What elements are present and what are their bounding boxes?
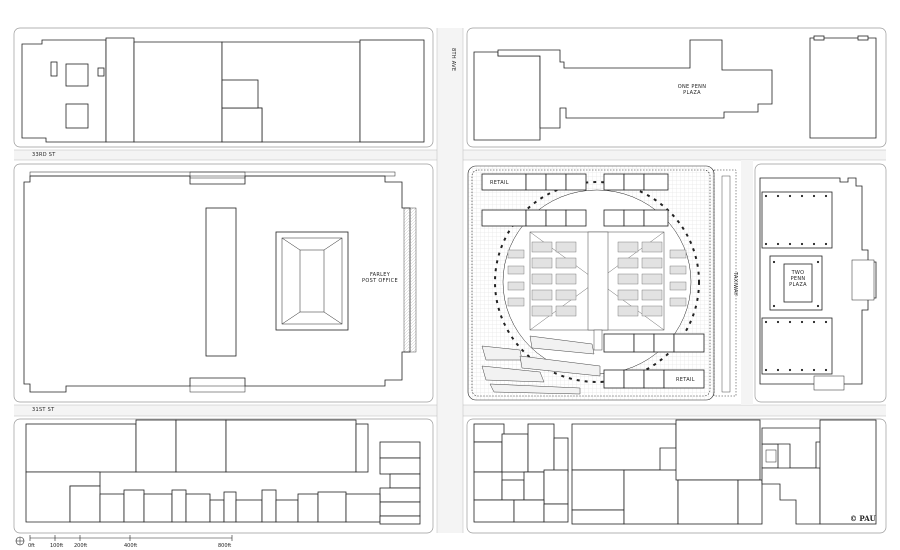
retail-top-shops [481, 173, 669, 227]
label-two-penn-line3: PLAZA [789, 282, 807, 288]
label-one-penn-plaza: ONE PENN PLAZA [672, 84, 712, 96]
block-southeast [466, 418, 887, 534]
scale-bar [15, 535, 233, 546]
two-penn-plaza [759, 177, 877, 391]
station-interior [507, 231, 687, 351]
landscape-wedges [481, 335, 601, 395]
label-farley-post-office: FARLEY POST OFFICE [358, 272, 402, 284]
label-taxiway: TAXIWAY [732, 272, 738, 296]
label-two-penn-plaza: TWO PENN PLAZA [784, 270, 812, 288]
scale-tick-800: 800ft [218, 543, 232, 549]
buildings-southeast [473, 419, 877, 525]
scale-tick-400: 400ft [124, 543, 138, 549]
block-northeast [466, 27, 887, 148]
buildings-northwest [21, 37, 425, 143]
avenue-7th-edge [741, 160, 753, 405]
label-retail-top: RETAIL [490, 180, 509, 186]
block-southwest [13, 418, 434, 534]
label-33rd-street: 33RD ST [32, 152, 56, 158]
avenue-8th [436, 28, 464, 533]
label-farley-line1: FARLEY [369, 272, 391, 278]
scale-tick-100: 100ft [50, 543, 64, 549]
arena-ring [494, 181, 700, 383]
buildings-southwest [25, 419, 421, 525]
two-penn-columns [764, 194, 828, 372]
label-8th-avenue: 8TH AVE [450, 48, 456, 72]
credit-pau: © PAU [850, 514, 876, 523]
block-west [13, 163, 434, 403]
label-31st-street: 31ST ST [32, 407, 55, 413]
label-two-penn-line1: TWO [791, 270, 805, 276]
label-farley-line2: POST OFFICE [362, 278, 398, 284]
label-retail-bottom: RETAIL [676, 377, 695, 383]
label-two-penn-line2: PENN [790, 276, 806, 282]
block-northwest [13, 27, 434, 148]
farley-post-office [23, 171, 417, 393]
scale-tick-0: 0ft [28, 543, 35, 549]
label-one-penn-line2: PLAZA [683, 90, 701, 96]
label-one-penn-line1: ONE PENN [677, 84, 707, 90]
scale-tick-200: 200ft [74, 543, 88, 549]
block-east [754, 163, 887, 403]
buildings-northeast [473, 35, 877, 141]
retail-bottom-shops [603, 333, 705, 389]
